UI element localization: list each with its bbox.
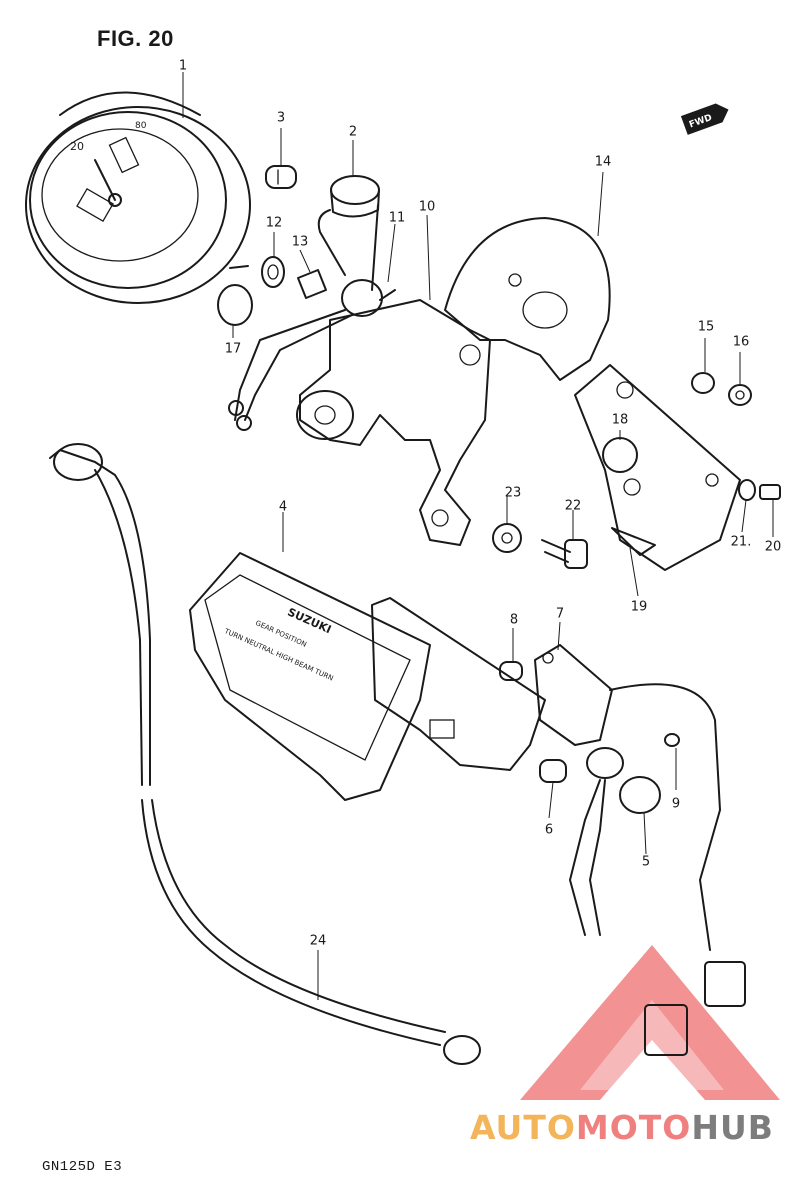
speedometer-cable-24	[49, 443, 481, 1065]
fwd-arrow-icon: FWD	[680, 103, 729, 135]
screw-20-drawing	[759, 484, 781, 500]
callout-12: 12	[265, 215, 283, 231]
indicator-cover-4	[189, 552, 431, 801]
callout-21: 21.	[730, 534, 752, 550]
callout-20: 20	[764, 539, 782, 555]
socket-6-drawing	[539, 759, 567, 783]
callout-7: 7	[555, 606, 565, 622]
cap-17-drawing	[217, 284, 253, 326]
washer-15-drawing	[691, 372, 715, 394]
callout-15: 15	[697, 319, 715, 335]
watermark-part-hub: HUB	[691, 1108, 774, 1147]
callout-14: 14	[594, 154, 612, 170]
bulb-8-drawing	[499, 661, 523, 681]
callout-18: 18	[611, 412, 629, 428]
callout-24: 24	[309, 933, 327, 949]
meter-bracket-10	[296, 299, 491, 546]
bolt-22-drawing	[541, 539, 588, 569]
callout-16: 16	[732, 334, 750, 350]
callout-5: 5	[641, 854, 651, 870]
svg-text:20: 20	[70, 140, 84, 153]
callout-17: 17	[224, 341, 242, 357]
model-code: GN125D E3	[42, 1159, 123, 1175]
grommet-12-drawing	[261, 256, 285, 288]
indicator-body-7	[371, 597, 613, 771]
svg-text:80: 80	[135, 121, 147, 131]
wiring-harness	[569, 683, 746, 1056]
watermark-triangle-logo	[520, 945, 780, 1100]
bracket-18-19	[574, 364, 741, 571]
socket-5-drawing	[586, 747, 661, 814]
socket-2-drawing	[317, 175, 380, 291]
watermark-part-moto: MOTO	[575, 1108, 692, 1147]
speedometer-assembly: 20 80	[25, 91, 251, 304]
screw-9-drawing	[664, 733, 680, 747]
mounting-plate-14	[444, 217, 611, 381]
callout-11: 11	[388, 210, 406, 226]
callout-leaders	[182, 72, 774, 1000]
watermark-text: AUTOMOTOHUB	[470, 1108, 774, 1147]
callout-3: 3	[276, 110, 286, 126]
figure-title: FIG. 20	[97, 26, 174, 51]
callout-23: 23	[504, 485, 522, 501]
callout-10: 10	[418, 199, 436, 215]
callout-4: 4	[278, 499, 288, 515]
washer-21-drawing	[738, 479, 756, 501]
callout-8: 8	[509, 612, 519, 628]
callout-9: 9	[671, 796, 681, 812]
callout-19: 19	[630, 599, 648, 615]
washer-23-drawing	[492, 523, 522, 553]
callout-1: 1	[178, 58, 188, 74]
watermark-part-auto: AUTO	[470, 1108, 576, 1147]
callout-6: 6	[544, 822, 554, 838]
socket-11-drawing	[228, 279, 396, 431]
bulb-3-drawing	[265, 165, 297, 189]
spacer-13-drawing	[297, 269, 327, 299]
callout-2: 2	[348, 124, 358, 140]
callout-13: 13	[291, 234, 309, 250]
nut-16-drawing	[728, 384, 752, 406]
callout-22: 22	[564, 498, 582, 514]
